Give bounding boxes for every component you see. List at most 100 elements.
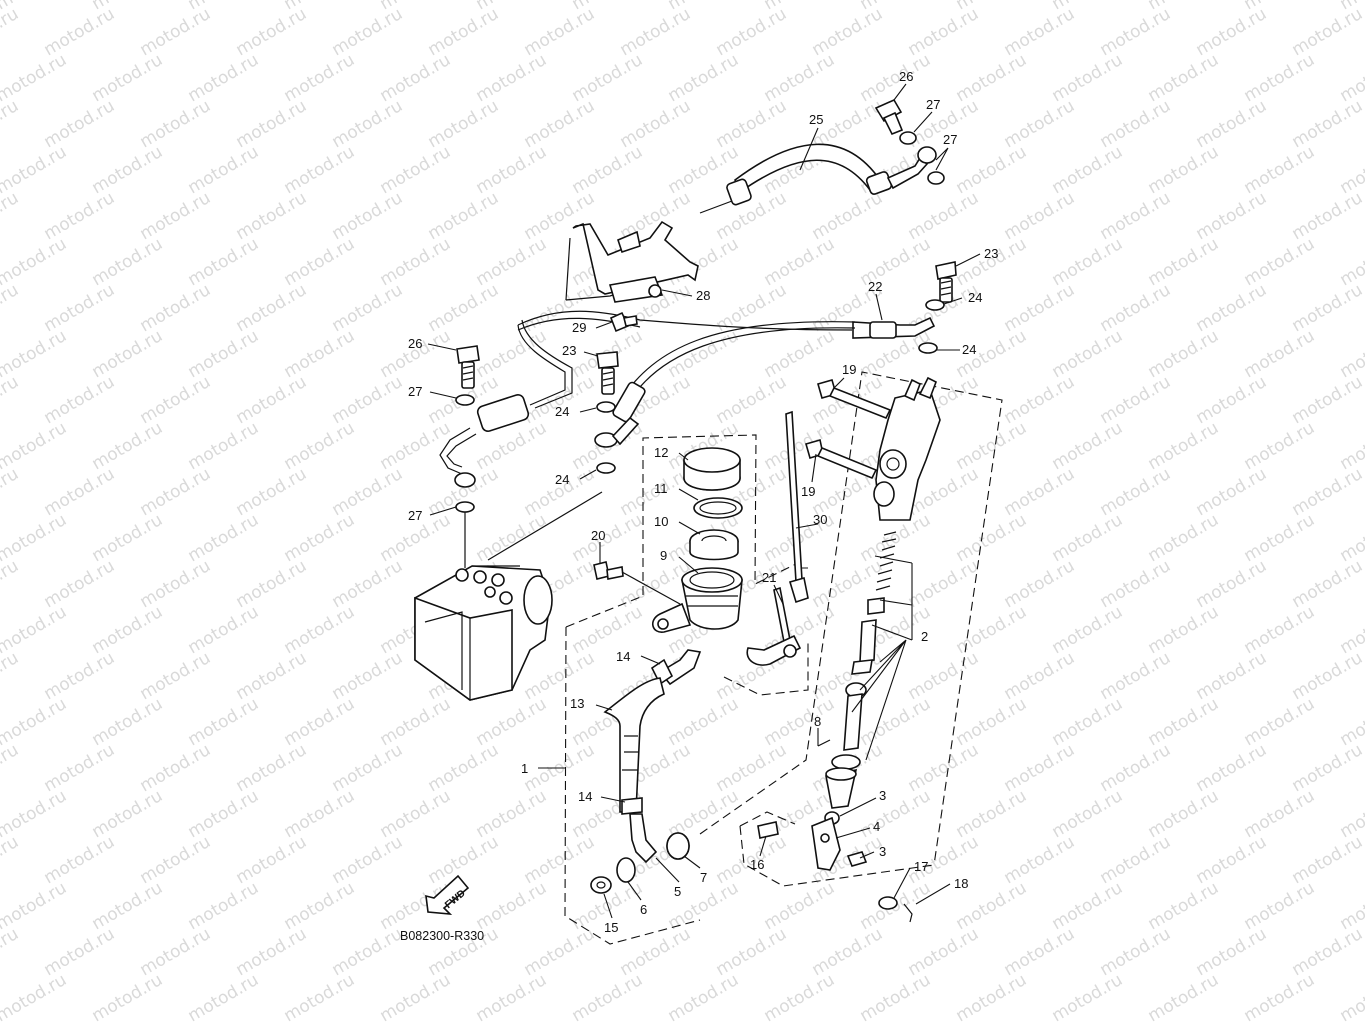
- callout-23b: 23: [562, 343, 576, 358]
- watermark-text: motod.ru: [1097, 188, 1175, 244]
- watermark-text: motod.ru: [377, 786, 455, 842]
- watermark-text: motod.ru: [329, 740, 407, 796]
- watermark-text: motod.ru: [1241, 602, 1319, 658]
- watermark-text: motod.ru: [137, 188, 215, 244]
- watermark-text: motod.ru: [905, 924, 983, 980]
- watermark-text: motod.ru: [41, 188, 119, 244]
- watermark-text: motod.ru: [1097, 648, 1175, 704]
- watermark-text: motod.ru: [1241, 142, 1319, 198]
- watermark-text: motod.ru: [329, 96, 407, 152]
- watermark-text: motod.ru: [329, 4, 407, 60]
- watermark-text: motod.ru: [281, 234, 359, 290]
- watermark-text: motod.ru: [761, 878, 839, 934]
- watermark-text: motod.ru: [809, 4, 887, 60]
- master-cylinder: [666, 376, 941, 923]
- watermark-text: motod.ru: [1289, 372, 1365, 428]
- watermark-text: motod.ru: [281, 878, 359, 934]
- watermark-text: motod.ru: [473, 878, 551, 934]
- watermark-text: motod.ru: [1145, 970, 1223, 1024]
- watermark-text: motod.ru: [0, 556, 22, 612]
- watermark-text: motod.ru: [953, 970, 1031, 1024]
- watermark-text: motod.ru: [1337, 234, 1365, 290]
- watermark-text: motod.ru: [425, 740, 503, 796]
- watermark-text: motod.ru: [89, 234, 167, 290]
- watermark-text: motod.ru: [41, 740, 119, 796]
- callout-20: 20: [591, 528, 605, 543]
- watermark-text: motod.ru: [1337, 510, 1365, 566]
- watermark-text: motod.ru: [953, 142, 1031, 198]
- watermark-text: motod.ru: [953, 418, 1031, 474]
- watermark-text: motod.ru: [137, 556, 215, 612]
- callout-27b: 27: [943, 132, 957, 147]
- watermark-text: motod.ru: [713, 372, 791, 428]
- watermark-text: motod.ru: [329, 280, 407, 336]
- watermark-text: motod.ru: [1289, 832, 1365, 888]
- watermark-text: motod.ru: [329, 556, 407, 612]
- watermark-text: motod.ru: [713, 924, 791, 980]
- watermark-text: motod.ru: [1097, 280, 1175, 336]
- watermark-text: motod.ru: [0, 4, 22, 60]
- watermark-text: motod.ru: [425, 188, 503, 244]
- watermark-text: motod.ru: [137, 280, 215, 336]
- callout-5: 5: [674, 884, 681, 899]
- watermark-text: motod.ru: [713, 96, 791, 152]
- union-bolt-23-middle: [594, 351, 640, 474]
- assembly-boundaries: [564, 371, 1003, 945]
- watermark-text: motod.ru: [377, 694, 455, 750]
- callout-24c: 24: [968, 290, 982, 305]
- watermark-text: motod.ru: [137, 648, 215, 704]
- reservoir-assembly: [593, 447, 743, 633]
- watermark-text: motod.ru: [617, 924, 695, 980]
- watermark-text: motod.ru: [377, 970, 455, 1024]
- watermark-text: motod.ru: [89, 602, 167, 658]
- watermark-text: motod.ru: [185, 694, 263, 750]
- watermark-text: motod.ru: [0, 740, 22, 796]
- callout-7: 7: [700, 870, 707, 885]
- watermark-text: motod.ru: [1145, 234, 1223, 290]
- watermark-text: motod.ru: [1145, 694, 1223, 750]
- watermark-text: motod.ru: [1241, 326, 1319, 382]
- callout-27a: 27: [926, 97, 940, 112]
- watermark-text: motod.ru: [89, 878, 167, 934]
- watermark-text: motod.ru: [1241, 418, 1319, 474]
- callout-4: 4: [873, 819, 880, 834]
- watermark-text: motod.ru: [281, 50, 359, 106]
- watermark-text: motod.ru: [1289, 96, 1365, 152]
- watermark-text: motod.ru: [1289, 648, 1365, 704]
- watermark-text: motod.ru: [1049, 50, 1127, 106]
- watermark-text: motod.ru: [1145, 602, 1223, 658]
- watermark-text: motod.ru: [1241, 878, 1319, 934]
- callout-8: 8: [814, 714, 821, 729]
- watermark-text: motod.ru: [185, 602, 263, 658]
- watermark-text: motod.ru: [89, 970, 167, 1024]
- union-bolt-23-right: [918, 261, 957, 354]
- watermark-text: motod.ru: [905, 740, 983, 796]
- watermark-text: motod.ru: [905, 188, 983, 244]
- watermark-text: motod.ru: [1097, 464, 1175, 520]
- watermark-text: motod.ru: [473, 234, 551, 290]
- watermark-text: motod.ru: [1145, 326, 1223, 382]
- callout-23a: 23: [984, 246, 998, 261]
- diagram-code: B082300-R330: [400, 929, 484, 943]
- watermark-text: motod.ru: [665, 694, 743, 750]
- watermark-text: motod.ru: [377, 50, 455, 106]
- watermark-text: motod.ru: [1049, 418, 1127, 474]
- watermark-text: motod.ru: [617, 96, 695, 152]
- watermark-text: motod.ru: [137, 924, 215, 980]
- watermark-text: motod.ru: [233, 96, 311, 152]
- watermark-text: motod.ru: [665, 970, 743, 1024]
- watermark-text: motod.ru: [1241, 970, 1319, 1024]
- watermark-text: motod.ru: [1001, 188, 1079, 244]
- watermark-text: motod.ru: [1289, 280, 1365, 336]
- watermark-text: motod.ru: [281, 786, 359, 842]
- watermark-text: motod.ru: [233, 740, 311, 796]
- watermark-text: motod.ru: [1001, 924, 1079, 980]
- watermark-text: motod.ru: [1097, 372, 1175, 428]
- watermark-text: motod.ru: [1049, 510, 1127, 566]
- callout-24d: 24: [962, 342, 976, 357]
- callout-12: 12: [654, 445, 668, 460]
- watermark-text: motod.ru: [1337, 602, 1365, 658]
- watermark-text: motod.ru: [185, 786, 263, 842]
- callout-21: 21: [762, 570, 776, 585]
